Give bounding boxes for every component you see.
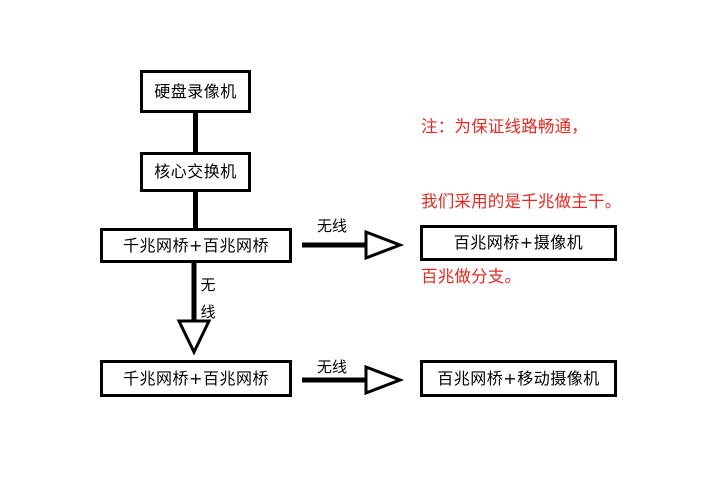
note-line-3: 百兆做分支。: [421, 267, 522, 286]
edge-label-wireless-vertical-char-1: 无: [200, 276, 216, 294]
edge-label-wireless-lower: 无线: [317, 358, 348, 376]
note-line-2: 我们采用的是千兆做主干。: [421, 192, 622, 211]
edge-label-wireless-upper: 无线: [317, 217, 348, 235]
arrowhead-right-icon-bottom: [364, 364, 405, 396]
edge-label-wireless-vertical-char-2: 线: [200, 303, 216, 321]
note-line-1: 注：为保证线路畅通，: [421, 117, 588, 136]
arrowhead-right-icon-top: [364, 229, 405, 261]
note-annotation: 注：为保证线路畅通， 我们采用的是千兆做主干。 百兆做分支。: [421, 64, 671, 314]
node-bridge-gigabit-plus-fastethernet-lower[interactable]: 千兆网桥+百兆网桥: [100, 360, 292, 397]
node-dvr[interactable]: 硬盘录像机: [140, 70, 251, 113]
node-bridge-plus-mobile-camera[interactable]: 百兆网桥+移动摄像机: [420, 360, 617, 397]
node-bridge-plus-camera[interactable]: 百兆网桥+摄像机: [420, 225, 617, 261]
arrowhead-down-icon: [176, 319, 212, 356]
node-bridge-gigabit-plus-fastethernet-upper[interactable]: 千兆网桥+百兆网桥: [100, 228, 292, 263]
node-core-switch[interactable]: 核心交换机: [140, 152, 251, 192]
